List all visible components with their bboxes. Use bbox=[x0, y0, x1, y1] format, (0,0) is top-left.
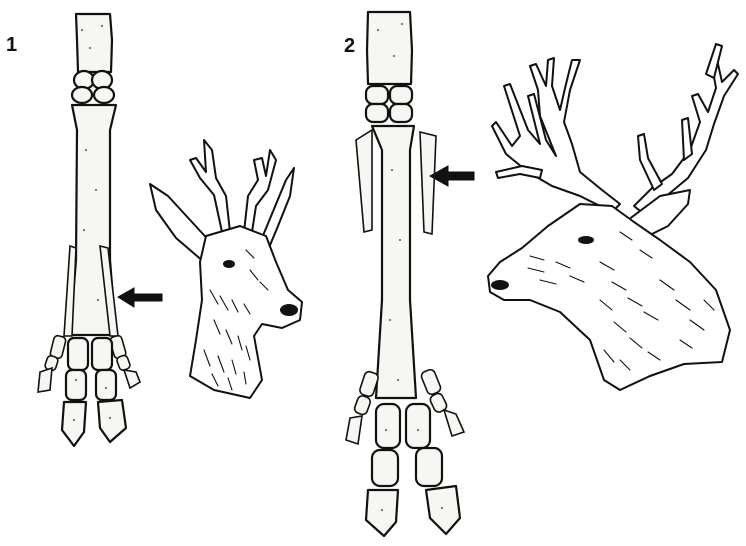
red-deer-leg-bones bbox=[346, 12, 464, 536]
roe-deer-leg-bones bbox=[38, 14, 140, 446]
red-antler-left bbox=[492, 58, 620, 212]
red-splint-bone-left bbox=[356, 130, 372, 232]
red-antler-right-tine-1 bbox=[638, 134, 662, 190]
roe-upper-shaft bbox=[76, 14, 112, 72]
red-carpal-bones bbox=[366, 86, 412, 122]
panel-label-2: 2 bbox=[344, 36, 355, 56]
roe-nose bbox=[280, 304, 298, 316]
red-eye bbox=[578, 236, 594, 244]
red-cannon-bone bbox=[372, 126, 416, 398]
red-upper-shaft bbox=[367, 12, 412, 84]
red-head-outline bbox=[488, 204, 730, 390]
roe-dewclaw-left bbox=[38, 335, 66, 392]
roe-antler-left bbox=[190, 140, 230, 232]
left-arrow-icon bbox=[118, 288, 162, 307]
red-antler-right-tine-2 bbox=[682, 118, 692, 160]
roe-carpal-bones bbox=[72, 71, 114, 103]
red-splint-bone-right bbox=[420, 132, 436, 234]
red-dewclaw-left bbox=[346, 370, 379, 444]
roe-eye bbox=[223, 260, 235, 268]
panel-label-1: 1 bbox=[6, 35, 17, 55]
roe-main-digit-left bbox=[62, 338, 88, 446]
red-antler-left-brow-tine bbox=[496, 166, 542, 178]
red-deer-head bbox=[488, 44, 738, 390]
red-main-digit-left bbox=[366, 404, 400, 536]
red-nose bbox=[491, 280, 509, 290]
roe-deer-head bbox=[150, 140, 302, 398]
left-arrow-icon bbox=[430, 166, 474, 186]
